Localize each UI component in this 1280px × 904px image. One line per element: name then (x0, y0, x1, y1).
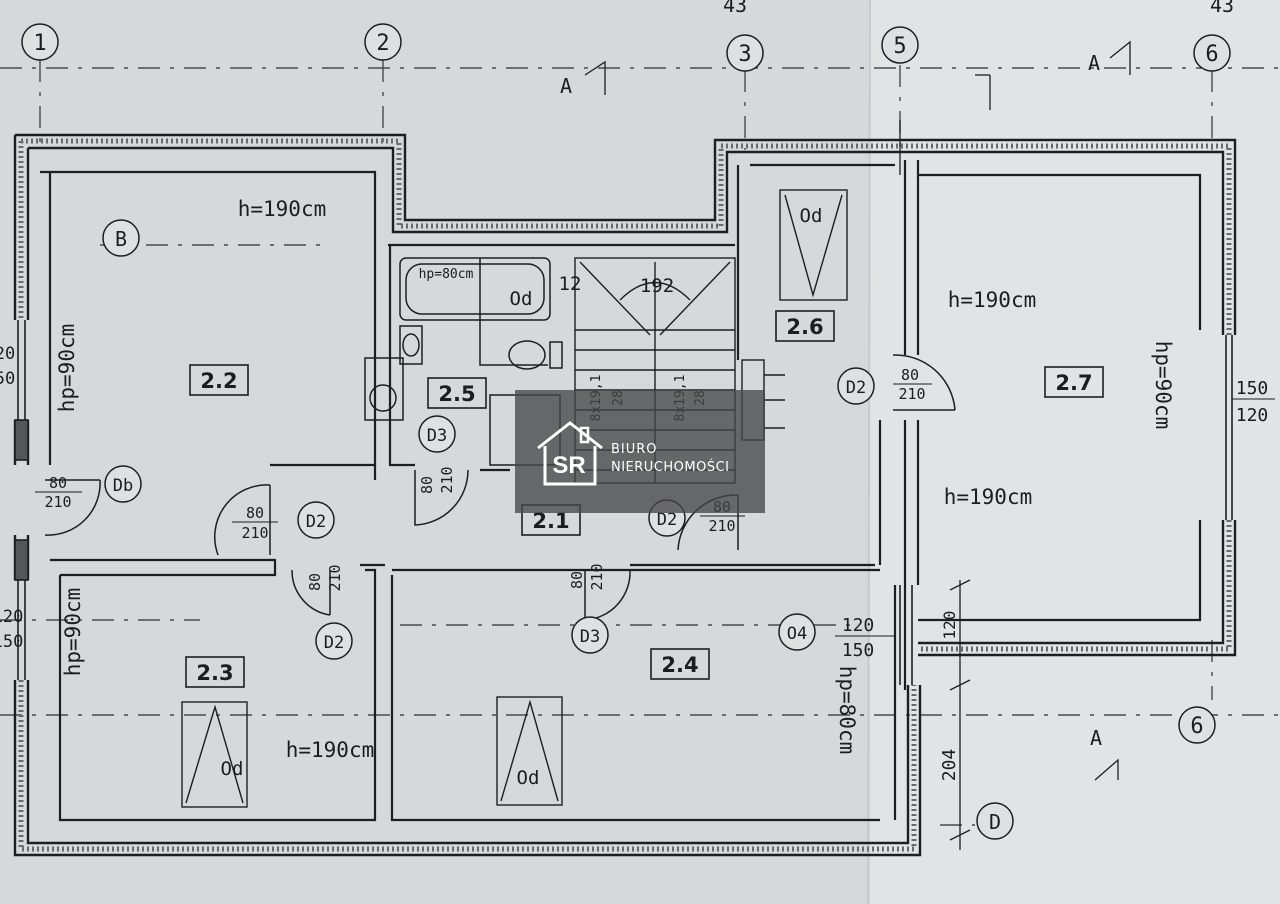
stair-width: 192 (640, 275, 674, 297)
room-2-3: 2.3 (196, 661, 233, 685)
svg-text:210: 210 (438, 466, 456, 493)
height-label-2-3: h=190cm (286, 738, 375, 762)
skylight-label-2-4: Od (517, 767, 540, 789)
skylight-label-bath: Od (510, 288, 533, 310)
svg-text:80: 80 (246, 504, 264, 522)
sill-label-2-2: hp=90cm (55, 324, 79, 413)
svg-text:80: 80 (901, 366, 919, 384)
svg-text:210: 210 (44, 493, 71, 511)
section-mark-a-right: A (1088, 51, 1100, 75)
axis-label-3: 3 (738, 42, 751, 67)
svg-text:210: 210 (898, 385, 925, 403)
svg-text:20: 20 (0, 344, 15, 364)
section-mark-a-bottom: A (1090, 726, 1102, 750)
svg-text:120: 120 (1236, 405, 1269, 426)
door-label-d3-b: D3 (580, 627, 600, 647)
svg-text:80: 80 (418, 476, 436, 494)
axis-label-b: B (115, 227, 127, 251)
watermark-line-2: NIERUCHOMOŚCI (611, 460, 730, 475)
svg-text:80: 80 (49, 474, 67, 492)
room-2-4: 2.4 (661, 653, 698, 677)
window-dimensions: 150 120 120 150 120 150 20 50 (0, 344, 1275, 661)
skylights (181, 189, 848, 808)
svg-text:80: 80 (306, 573, 324, 591)
watermark-logo-text: SR (552, 452, 585, 479)
axis-markers (21, 23, 1231, 840)
door-label-d2-d: D2 (846, 378, 866, 398)
door-label-db: Db (113, 476, 133, 496)
house-logo-icon: SR (537, 421, 603, 486)
svg-text:50: 50 (0, 369, 15, 389)
svg-text:210: 210 (708, 517, 735, 535)
door-label-d2-a: D2 (306, 512, 326, 532)
axis-label-1: 1 (33, 31, 46, 56)
section-mark-a-top: A (560, 74, 572, 98)
room-2-5: 2.5 (438, 382, 475, 406)
section-marks (584, 40, 1131, 781)
door-dimensions: 80 210 80 210 80 210 80 210 80 210 80 21… (35, 366, 932, 592)
door-swings (44, 354, 956, 621)
height-label-2-2: h=190cm (238, 197, 327, 221)
height-label-2-6: h=190cm (948, 288, 1037, 312)
svg-text:150: 150 (1236, 378, 1269, 399)
dimension-204: 204 (939, 749, 960, 782)
svg-text:80: 80 (568, 571, 586, 589)
room-2-1: 2.1 (532, 509, 569, 533)
svg-text:120: 120 (842, 615, 875, 636)
axis-label-6-bottom: 6 (1190, 714, 1203, 739)
sill-label-bath: hp=80cm (419, 267, 474, 282)
door-label-d3-a: D3 (427, 426, 447, 446)
sill-label-2-4: hp=80cm (835, 666, 859, 755)
dimension-lines (899, 74, 991, 850)
window-label-o4: O4 (787, 624, 807, 644)
agency-watermark: SR BIURO NIERUCHOMOŚCI (515, 390, 765, 513)
svg-text:210: 210 (588, 563, 606, 590)
axis-label-2: 2 (376, 31, 389, 56)
interior-walls (40, 160, 1202, 822)
stair-gap: 12 (559, 273, 582, 295)
svg-text:150: 150 (0, 632, 23, 652)
height-label-2-7: h=190cm (944, 485, 1033, 509)
windows (14, 320, 1233, 685)
svg-text:210: 210 (241, 524, 268, 542)
skylight-label-2-3: Od (221, 758, 244, 780)
dimension-120: 120 (940, 611, 959, 640)
svg-text:210: 210 (326, 564, 344, 591)
door-label-d2-b: D2 (324, 633, 344, 653)
axis-label-5: 5 (893, 34, 906, 59)
sill-label-2-7: hp=90cm (1151, 341, 1175, 430)
svg-text:150: 150 (842, 640, 875, 661)
svg-text:120: 120 (0, 607, 23, 627)
skylight-label-2-6: Od (800, 205, 823, 227)
watermark-line-1: BIURO (611, 442, 658, 457)
axis-label-d: D (989, 810, 1001, 834)
wall-hatch (18, 138, 1232, 852)
top-dimension-right: 43 (1210, 0, 1234, 17)
axis-label-6: 6 (1205, 42, 1218, 67)
top-dimension: 43 (723, 0, 747, 17)
room-2-6: 2.6 (786, 315, 823, 339)
room-label-boxes (185, 310, 1104, 688)
door-label-d2-c: D2 (657, 510, 677, 530)
sill-label-2-3: hp=90cm (61, 588, 85, 677)
room-2-7: 2.7 (1055, 371, 1092, 395)
room-2-2: 2.2 (200, 369, 237, 393)
